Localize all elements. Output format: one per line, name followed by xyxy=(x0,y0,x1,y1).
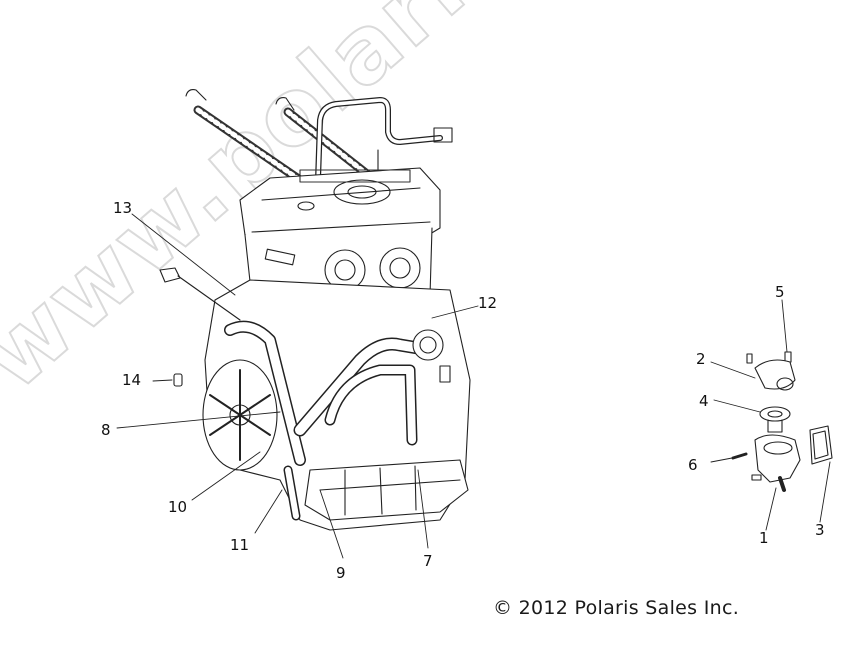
leader-lines xyxy=(116,213,831,559)
part-14-plug xyxy=(173,373,183,387)
callout-14: 14 xyxy=(122,371,142,389)
callout-2: 2 xyxy=(696,350,706,368)
callout-13: 13 xyxy=(113,199,133,217)
callout-5: 5 xyxy=(775,283,785,301)
callout-12: 12 xyxy=(478,294,498,312)
callout-6: 6 xyxy=(688,456,698,474)
engine-assembly xyxy=(159,89,471,531)
callout-4: 4 xyxy=(699,392,709,410)
callout-3: 3 xyxy=(815,521,825,539)
callout-8: 8 xyxy=(101,421,111,439)
callout-10: 10 xyxy=(168,498,188,516)
callout-9: 9 xyxy=(336,564,346,582)
thermostat-housing-group xyxy=(731,351,833,492)
callout-1: 1 xyxy=(759,529,769,547)
callout-11: 11 xyxy=(230,536,250,554)
copyright-notice: © 2012 Polaris Sales Inc. xyxy=(493,597,740,619)
callout-7: 7 xyxy=(423,552,433,570)
